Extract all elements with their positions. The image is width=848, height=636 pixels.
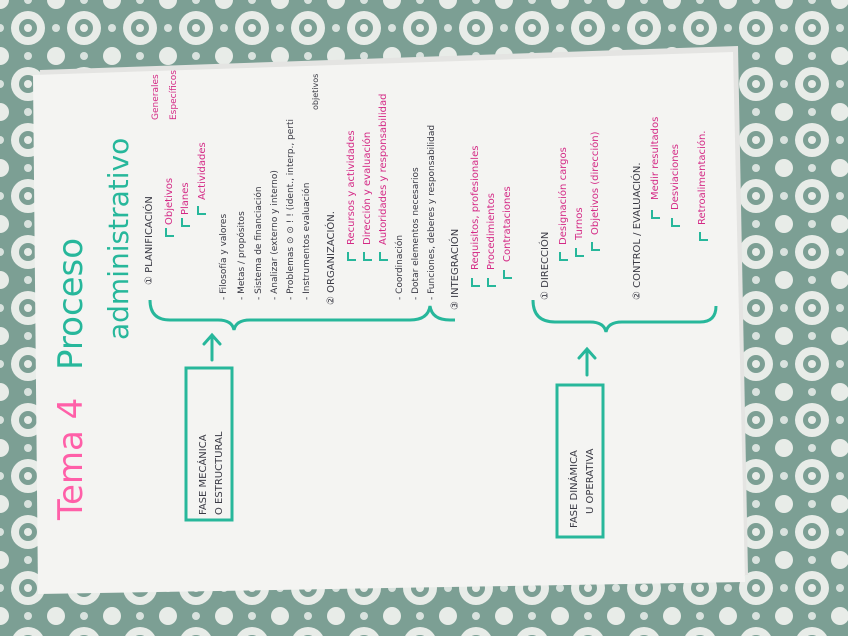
planning-actividades: Actividades bbox=[197, 142, 208, 200]
direction-heading: ① DIRECCIÓN bbox=[538, 232, 551, 300]
phase-dynamic-line2: U OPERATIVA bbox=[585, 448, 596, 514]
organization-bullet-3: - Funciones, deberes y responsabilidad bbox=[427, 125, 437, 300]
organization-item-2: Dirección y evaluación bbox=[361, 132, 373, 245]
phase-dynamic-line1: FASE DINÁMICA bbox=[567, 450, 580, 528]
control-item-3: Retroalimentación. bbox=[696, 131, 708, 225]
planning-bullet-6: - Instrumentos evaluación bbox=[301, 183, 312, 300]
title-tema: Tema 4 bbox=[51, 398, 91, 521]
organization-item-1: Recursos y actividades bbox=[346, 130, 357, 245]
planning-bullet-4: - Analizar (externo y interno) bbox=[270, 170, 280, 300]
title-administrativo: administrativo bbox=[102, 138, 135, 340]
direction-item-1: Designación cargos bbox=[557, 147, 569, 245]
planning-planes: Planes bbox=[180, 182, 191, 215]
organization-bullet-1: - Coordinación bbox=[394, 235, 405, 300]
control-heading: ② CONTROL / EVALUACIÓN. bbox=[630, 162, 643, 300]
title-proceso: Proceso bbox=[51, 238, 91, 370]
integration-item-3: Contrataciones bbox=[502, 186, 513, 262]
organization-heading: ② ORGANIZACIÓN. bbox=[324, 211, 337, 305]
organization-bullet-2: - Dotar elementos necesarios bbox=[411, 167, 421, 300]
planning-bullet-3: - Sistema de financiación bbox=[253, 186, 264, 300]
planning-bullet-1: - Filosofía y valores bbox=[219, 214, 229, 300]
direction-item-3: Objetivos (dirección) bbox=[589, 131, 601, 235]
planning-generales: Generales bbox=[151, 74, 161, 120]
control-item-1: Medir resultados bbox=[650, 117, 661, 200]
planning-heading: ① PLANIFICACIÓN bbox=[142, 196, 155, 285]
organization-item-3: Autoridades y responsabilidad bbox=[378, 94, 389, 245]
organization-objetivos: objetivos bbox=[311, 74, 320, 110]
integration-heading: ③ INTEGRACIÓN bbox=[448, 229, 461, 310]
planning-especificos: Específicos bbox=[169, 70, 179, 120]
planning-bullet-2: - Metas / propósitos bbox=[236, 211, 247, 300]
control-item-2: Desviaciones bbox=[670, 144, 681, 210]
phase-mechanical-line2: O ESTRUCTURAL bbox=[214, 431, 225, 515]
phase-mechanical-line1: FASE MECÁNICA bbox=[196, 434, 209, 515]
integration-item-2: Procedimientos bbox=[486, 193, 497, 270]
planning-objetivos: Objetivos bbox=[164, 178, 175, 225]
integration-item-1: Requisitos, profesionales bbox=[470, 146, 481, 270]
planning-bullet-5: - Problemas ⊙ ⊙ ! ! (ident., interp., pe… bbox=[286, 119, 296, 300]
direction-item-2: Turnos bbox=[574, 207, 585, 241]
